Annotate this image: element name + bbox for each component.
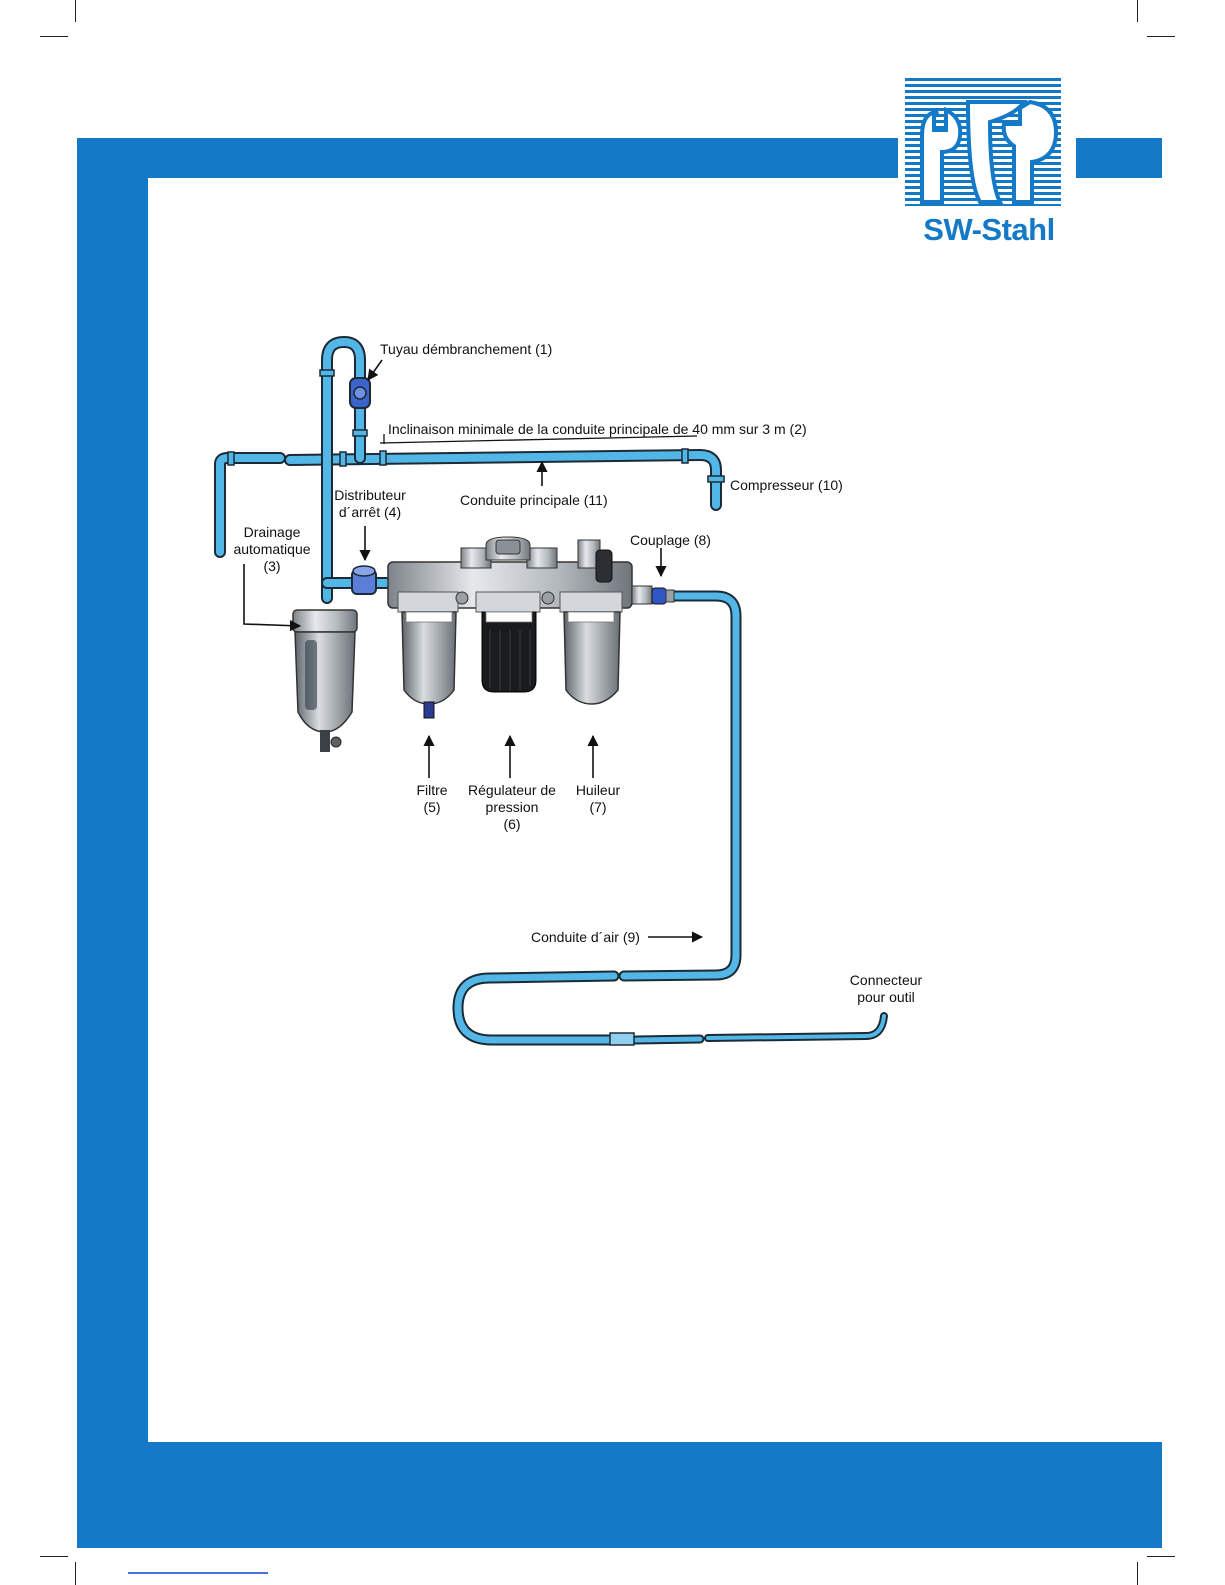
frl-unit — [388, 537, 632, 718]
coupling-icon — [632, 586, 674, 604]
label-drain-line2: automatique — [233, 541, 310, 557]
label-regulator-line3: (6) — [503, 816, 520, 832]
bottom-underline — [128, 1572, 268, 1574]
label-oiler-line1: Huileur — [576, 782, 621, 798]
label-drain-line3: (3) — [263, 558, 280, 574]
automatic-drain-unit — [293, 610, 357, 752]
label-slope: Inclinaison minimale de la conduite prin… — [388, 421, 807, 437]
label-branch-pipe: Tuyau démbranchement (1) — [380, 341, 552, 357]
shutoff-valve-icon — [352, 566, 376, 594]
label-shutoff-line2: d´arrêt (4) — [339, 504, 401, 520]
label-oiler-line2: (7) — [589, 799, 606, 815]
label-coupling: Couplage (8) — [630, 532, 711, 548]
label-shutoff-line1: Distributeur — [334, 487, 406, 503]
label-compressor: Compresseur (10) — [730, 477, 843, 493]
label-filter-line2: (5) — [423, 799, 440, 815]
label-regulator-line1: Régulateur de — [468, 782, 556, 798]
branch-pipe-valve-icon — [350, 378, 370, 408]
label-tool-connector-line2: pour outil — [857, 989, 915, 1005]
label-filter-line1: Filtre — [416, 782, 447, 798]
label-air-line: Conduite d´air (9) — [531, 929, 640, 945]
label-drain-line1: Drainage — [244, 524, 301, 540]
label-main-line: Conduite principale (11) — [460, 492, 608, 508]
label-regulator-line2: pression — [486, 799, 539, 815]
label-tool-connector-line1: Connecteur — [850, 972, 923, 988]
